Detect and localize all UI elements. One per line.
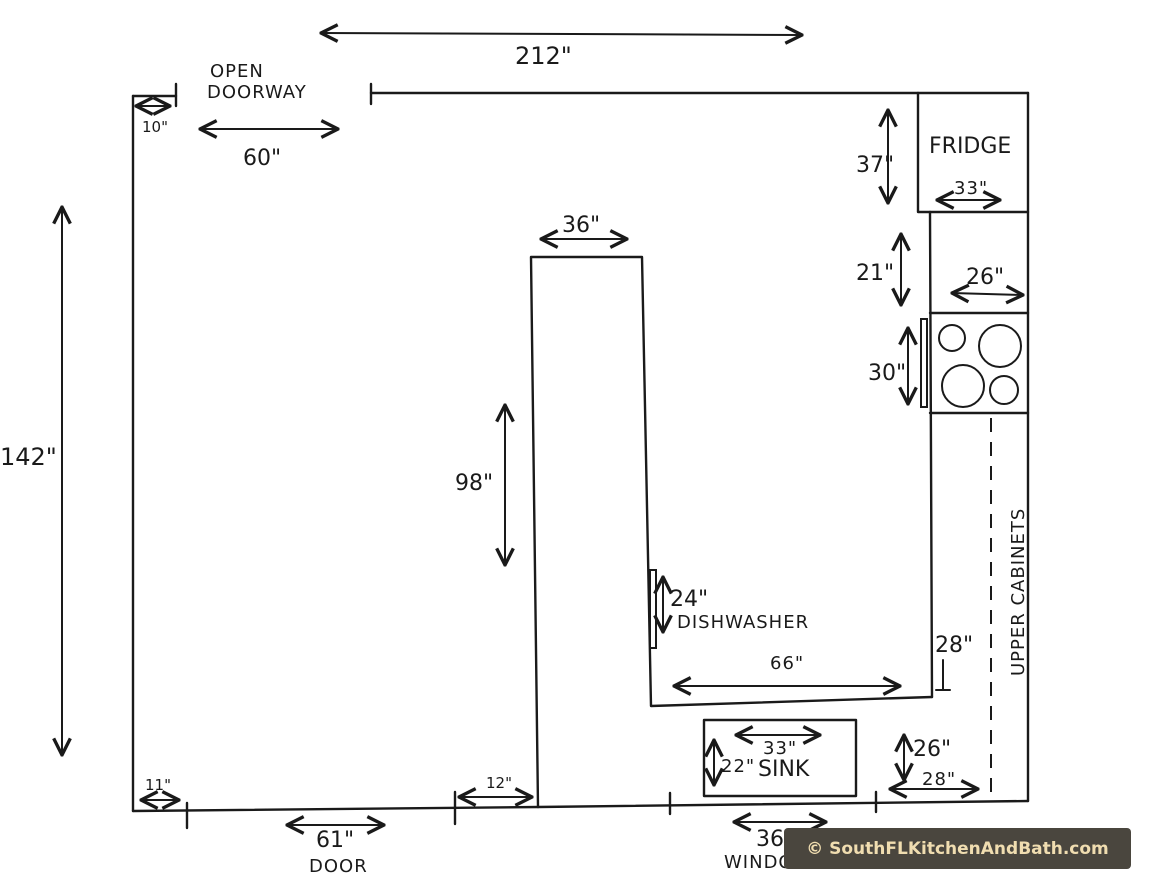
dishwasher-panel — [649, 569, 657, 649]
right-counter: UPPER CABINETS — [920, 210, 1030, 801]
range-length-label: 30" — [868, 361, 906, 386]
watermark-badge: © SouthFLKitchenAndBath.com — [784, 828, 1131, 869]
corner-counter-label: 28" — [922, 769, 956, 790]
sink-width-label: 33" — [763, 738, 797, 759]
fridge: FRIDGE — [916, 91, 1030, 214]
overall-width-arrow — [321, 33, 802, 35]
burner-small-bottom-right-icon — [989, 375, 1019, 405]
overall-width-label: 212" — [515, 42, 572, 70]
peninsula-length-label: 98" — [455, 471, 493, 496]
bottom-wall-right — [536, 799, 1030, 809]
burner-large-bottom-left-icon — [941, 364, 985, 408]
door-label: DOOR — [309, 856, 368, 877]
dimension-labels: 212" 142" 10" 60" 37" 33" 21" 26" 30" 36… — [0, 42, 1004, 853]
left-of-doorway-label: 10" — [142, 118, 168, 136]
bottom-wall-left — [131, 805, 540, 813]
dishwasher-label: DISHWASHER — [677, 612, 809, 633]
room-labels: OPEN DOORWAY DOOR WINDOW — [207, 61, 811, 877]
fridge-label: FRIDGE — [929, 134, 1011, 159]
right-of-sink-label: 26" — [913, 737, 951, 762]
dishwasher-width-label: 24" — [670, 587, 708, 612]
burner-small-top-left-icon — [938, 324, 966, 352]
peninsula: DISHWASHER — [529, 255, 934, 809]
range-burners — [938, 324, 1022, 408]
sink: SINK — [702, 718, 858, 798]
room-walls — [131, 82, 1030, 830]
door-to-wall-label: 12" — [486, 774, 512, 792]
dimension-arrows — [62, 33, 1023, 825]
fridge-depth-label: 37" — [856, 153, 894, 178]
cabinet-width-label: 26" — [966, 265, 1004, 290]
fridge-width-label: 33" — [954, 178, 988, 199]
doorway-width-label: 60" — [243, 146, 281, 171]
cabinet-width-arrow — [952, 293, 1023, 295]
door-width-label: 61" — [316, 828, 354, 853]
overall-height-label: 142" — [0, 443, 57, 471]
peninsula-outline — [529, 255, 934, 809]
sink-depth-label: 22" — [721, 756, 755, 777]
burner-large-top-right-icon — [978, 324, 1022, 368]
upper-cabinets-label: UPPER CABINETS — [1008, 508, 1029, 676]
sink-label: SINK — [758, 757, 810, 782]
open-doorway-label-line2: DOORWAY — [207, 82, 307, 103]
counter-gap-label: 21" — [856, 261, 894, 286]
open-doorway-label-line1: OPEN — [210, 61, 264, 82]
left-of-door-label: 11" — [145, 776, 171, 794]
counter-run-label: 66" — [770, 653, 804, 674]
sink-outline — [702, 718, 858, 798]
peninsula-width-label: 36" — [562, 213, 600, 238]
range-knob-panel — [920, 318, 928, 408]
fridge-outline — [916, 91, 1030, 214]
right-gap-label: 28" — [935, 633, 973, 658]
right-counter-edge — [928, 210, 934, 699]
